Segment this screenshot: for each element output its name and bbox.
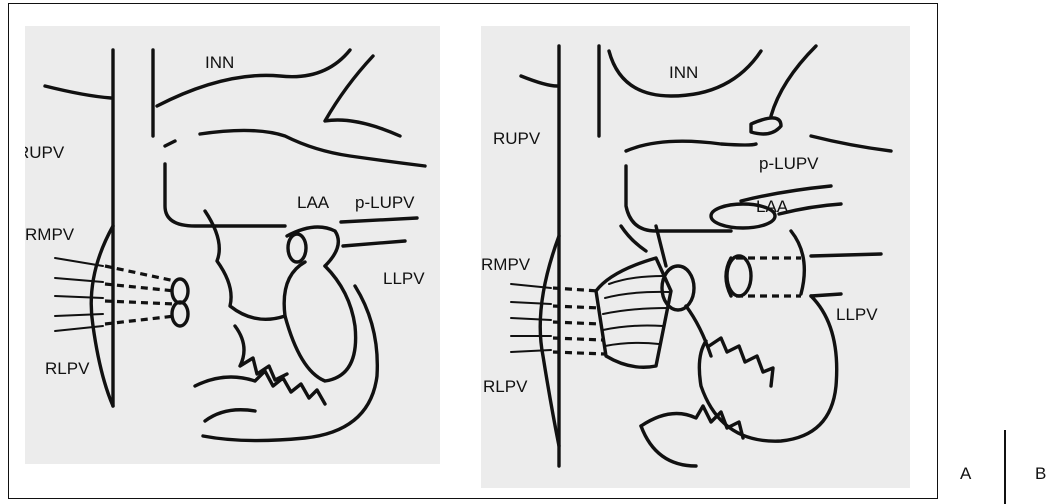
label-rupv: RUPV [493, 129, 541, 148]
label-rupv: RUPV [25, 143, 65, 162]
panel-letter-divider [1004, 430, 1006, 504]
label-inn: INN [669, 63, 698, 82]
label-rmpv: RMPV [25, 225, 75, 244]
label-laa: LAA [297, 193, 330, 212]
panel-letter-a: A [960, 464, 971, 484]
panel-letter-b: B [1035, 464, 1046, 484]
heart-sketch-a: INN RUPV RMPV RLPV LAA p-LUPV LLPV [25, 26, 440, 464]
diagram-panel-a: INN RUPV RMPV RLPV LAA p-LUPV LLPV [25, 26, 440, 464]
label-rlpv: RLPV [483, 377, 528, 396]
label-rlpv: RLPV [45, 359, 90, 378]
label-rmpv: RMPV [481, 255, 531, 274]
label-inn: INN [205, 53, 234, 72]
label-p-lupv: p-LUPV [759, 154, 819, 173]
label-llpv: LLPV [383, 269, 425, 288]
heart-sketch-b: INN RUPV p-LUPV LAA RMPV LLPV RLPV [481, 26, 910, 488]
label-p-lupv: p-LUPV [355, 193, 415, 212]
diagram-panel-b: INN RUPV p-LUPV LAA RMPV LLPV RLPV [481, 26, 910, 488]
label-llpv: LLPV [836, 305, 878, 324]
label-laa: LAA [756, 197, 789, 216]
